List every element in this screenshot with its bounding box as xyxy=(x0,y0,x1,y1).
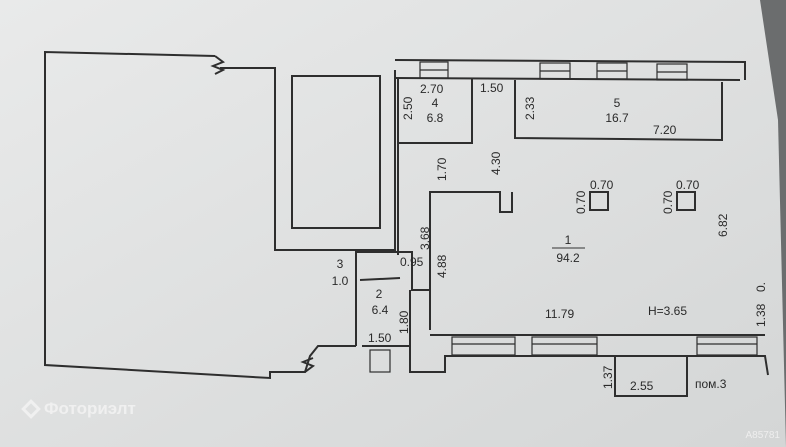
dim-col1-h: 0.70 xyxy=(574,190,588,214)
room-2-number: 2 xyxy=(376,287,383,301)
dim-col2-w: 0.70 xyxy=(676,178,700,192)
dim-passage: 1.70 xyxy=(435,157,449,181)
rooms-2-3-walls xyxy=(355,251,430,346)
watermark-brand: Фоториэлт xyxy=(44,399,136,418)
watermark: Фоториэлт xyxy=(21,399,136,419)
dim-r1-length: 11.79 xyxy=(545,307,574,321)
room-2-area: 6.4 xyxy=(372,303,389,317)
room-1-walls xyxy=(429,191,513,330)
dim-r4-depth: 2.50 xyxy=(401,96,415,120)
room-3-number: 3 xyxy=(337,257,344,271)
dim-col2-h: 0.70 xyxy=(661,190,675,214)
brand-logo-icon xyxy=(21,399,41,419)
room-4-area: 6.8 xyxy=(427,111,444,125)
dim-right-b: 0. xyxy=(754,282,768,292)
room-4-walls xyxy=(397,78,473,144)
left-block-outline xyxy=(44,50,356,380)
column-1 xyxy=(589,191,609,211)
dim-r5-depth: 2.33 xyxy=(523,96,537,120)
room-5-walls xyxy=(514,80,723,142)
dim-wall-a: 3.68 xyxy=(418,226,432,250)
room-1-number: 1 xyxy=(565,233,572,247)
watermark-id: A85781 xyxy=(745,430,780,441)
dim-door: 0.95 xyxy=(400,255,424,269)
dim-r2-depth: 1.80 xyxy=(397,310,411,334)
room-3-area: 1.0 xyxy=(332,274,349,288)
room-1-area: 94.2 xyxy=(556,251,580,265)
dim-height: H=3.65 xyxy=(648,304,687,318)
dim-right-a: 1.38 xyxy=(754,303,768,327)
dim-corridor-length: 4.30 xyxy=(489,151,503,175)
dim-col1-w: 0.70 xyxy=(590,178,614,192)
porch xyxy=(614,356,688,397)
dim-wall-b: 4.88 xyxy=(435,254,449,278)
dim-porch-depth: 1.37 xyxy=(601,365,615,389)
light-well xyxy=(291,75,381,229)
break-mark xyxy=(210,55,316,373)
dim-corridor-width: 1.50 xyxy=(480,81,504,95)
dim-r5-length: 7.20 xyxy=(653,123,677,137)
room-5-area: 16.7 xyxy=(605,111,629,125)
room-5-number: 5 xyxy=(614,96,621,110)
dim-r4-width: 2.70 xyxy=(420,82,444,96)
dim-r2-width: 1.50 xyxy=(368,331,392,345)
column-2 xyxy=(676,191,696,211)
dim-porch-width: 2.55 xyxy=(630,379,654,393)
dim-r1-depth: 6.82 xyxy=(716,213,730,237)
porch-label: пом.3 xyxy=(695,377,727,391)
room-4-number: 4 xyxy=(432,96,439,110)
